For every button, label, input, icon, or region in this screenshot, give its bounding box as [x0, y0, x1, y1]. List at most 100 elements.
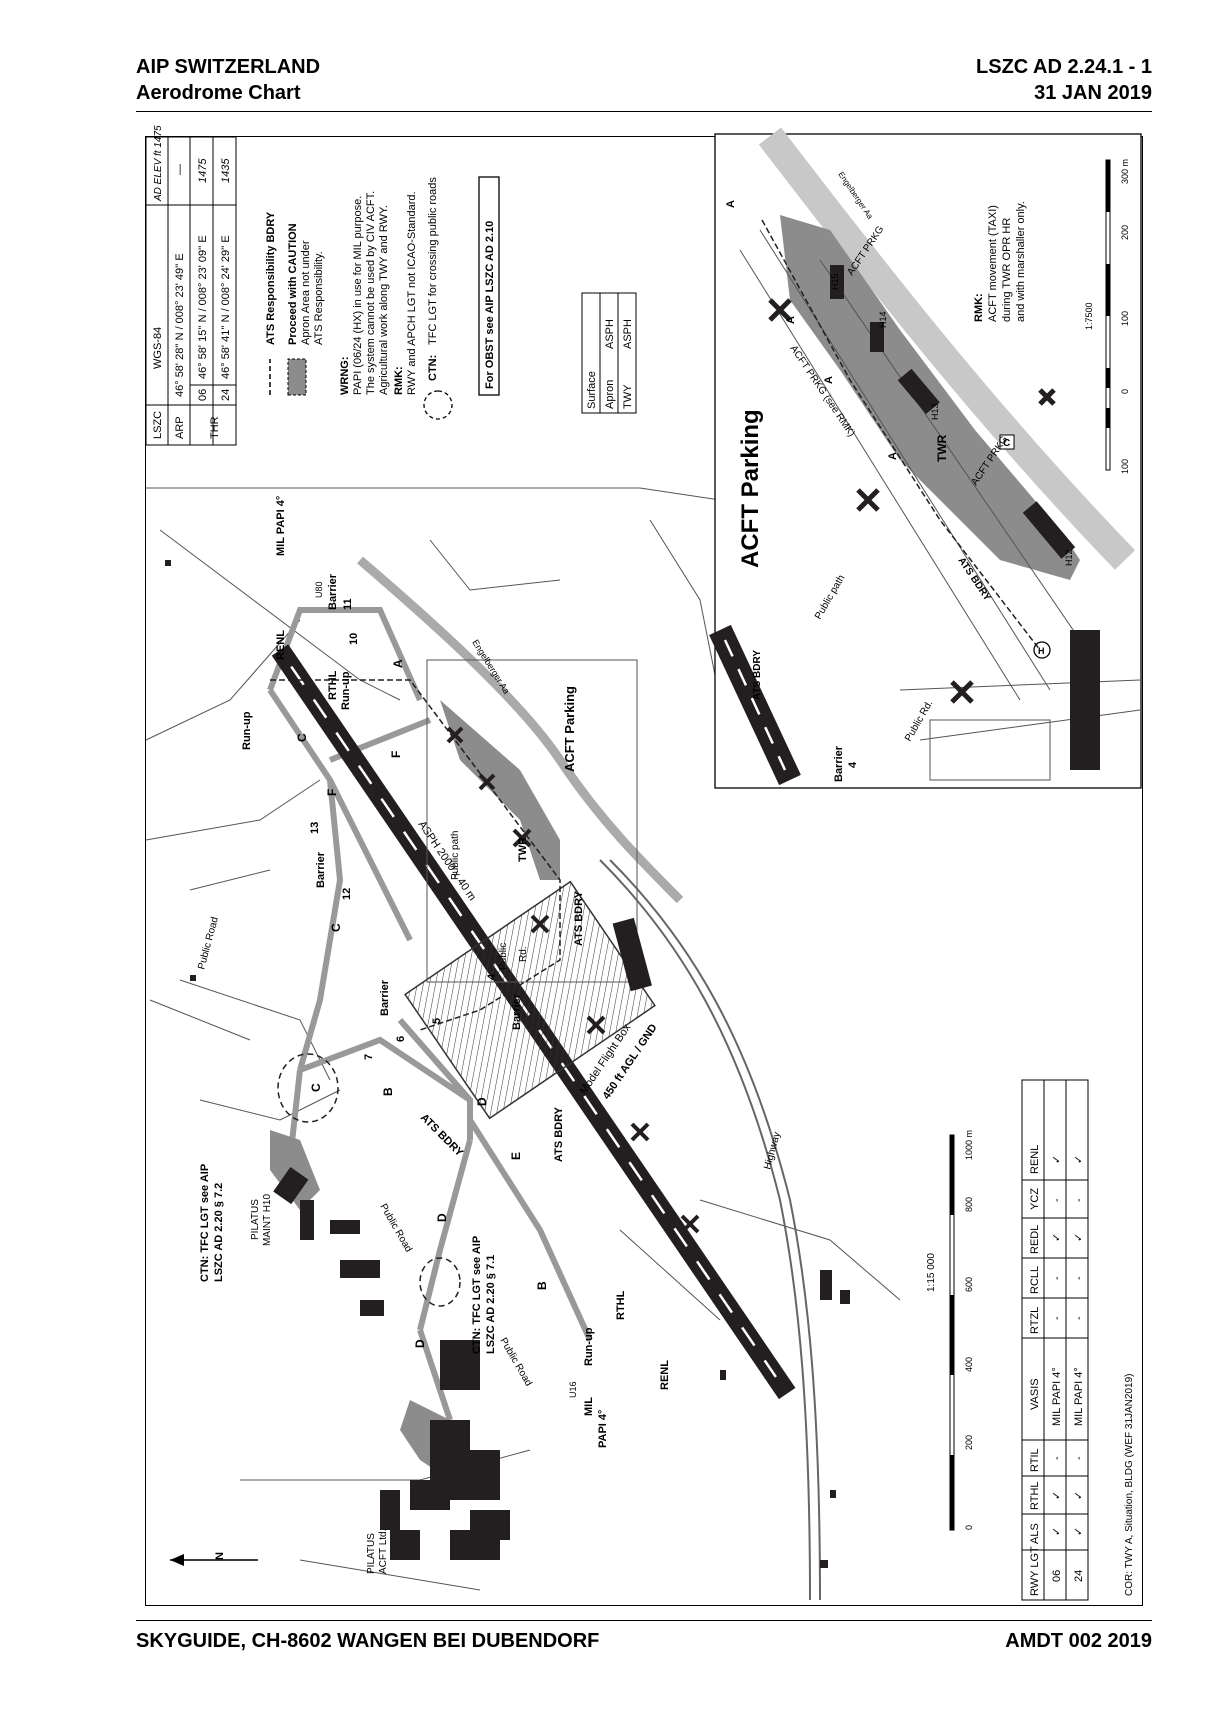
- public-road-label-1: Public Road: [196, 916, 221, 971]
- legend-wrng-line2: The system cannot be used by CIV ACFT.: [365, 191, 377, 395]
- barrier-5-number: 5: [431, 1018, 443, 1024]
- barrier-6-number: 6: [395, 1036, 407, 1042]
- inset-rmk-line1: ACFT movement (TAXI): [987, 205, 999, 322]
- surface-twy-value: ASPH: [622, 319, 634, 349]
- twy-c-label-3: C: [309, 1083, 323, 1092]
- ctn-circle-symbol: [423, 390, 453, 420]
- coordinates-legend-block: LSZC WGS-84 AD ELEV ft 1475 ARP 46° 58' …: [145, 125, 637, 446]
- inset-outline: [426, 659, 638, 983]
- inset-scale-ratio: 1:7500: [1084, 302, 1094, 330]
- inset-barrier-label: Barrier: [833, 745, 845, 782]
- maint-h10-label: MAINT H10: [262, 1194, 273, 1246]
- runway-06-designator: 06: [580, 1276, 601, 1296]
- ats-bdry-label-2: ATS BDRY: [553, 1106, 565, 1162]
- highway: [599, 859, 811, 1601]
- legend-caution-line1: Apron Area not under: [300, 240, 312, 345]
- inset-river: [758, 127, 1136, 570]
- lgt-24-vasis: MIL PAPI 4°: [1073, 1367, 1085, 1426]
- ctn-circle-north: [277, 1053, 339, 1123]
- renl-bottom-label: RENL: [659, 1360, 671, 1390]
- twr-label: TWR: [517, 837, 529, 862]
- page-id: LSZC AD 2.24.1 - 1: [976, 56, 1152, 78]
- inset-rmk-line2: during TWR OPR HR: [1001, 218, 1013, 322]
- legend-wrng-line1: PAPI (06/24 (HX) in use for MIL purpose.: [352, 196, 364, 395]
- legend-rmk-title: RMK:: [393, 366, 405, 395]
- chart-date: 31 JAN 2019: [1034, 82, 1152, 104]
- lgt-06-ycz: -: [1051, 1198, 1063, 1202]
- barrier-4-number: 4: [486, 973, 498, 980]
- inset-twy-a-3: A: [823, 376, 835, 384]
- lgt-06-rtil: -: [1051, 1456, 1063, 1460]
- inset-heliport: H: [1038, 646, 1045, 656]
- publication-title: AIP SWITZERLAND: [136, 56, 321, 78]
- inset-barrier-number: 4: [847, 761, 859, 768]
- lgt-header-redl: REDL: [1029, 1225, 1041, 1254]
- ctn-north-line1: CTN: TFC LGT see AIP: [199, 1164, 211, 1282]
- thr-06-elevation: 1475: [197, 158, 209, 183]
- arp-coordinates: 46° 58' 28'' N / 008° 23' 49'' E: [174, 253, 186, 397]
- apron-acft-parking: [440, 700, 560, 880]
- pilatus-acft-label: PILATUS: [366, 1533, 377, 1574]
- obst-note-box: [478, 176, 500, 396]
- lgt-24-ycz: -: [1073, 1198, 1085, 1202]
- elevation-header: AD ELEV ft 1475: [153, 125, 164, 202]
- legend-caution-title: Proceed with CAUTION: [287, 223, 299, 345]
- surface-header: Surface: [586, 371, 598, 409]
- rd-label: Rd.: [518, 946, 529, 962]
- inset-rmk-title: RMK:: [973, 293, 985, 322]
- twy-b-label: B: [381, 1087, 395, 1096]
- thr-label: THR: [209, 416, 221, 439]
- twy-f-label-2: F: [389, 751, 403, 758]
- public-road-label-3: Public Road: [497, 1336, 533, 1388]
- datum-label: WGS-84: [152, 327, 164, 369]
- main-scale-tick-800: 800: [964, 1197, 974, 1212]
- main-scale-tick-0: 0: [964, 1525, 974, 1530]
- inset-h15: H15: [830, 273, 840, 290]
- mil-label: MIL: [583, 1397, 595, 1416]
- runup-bottom-label: Run-up: [583, 1327, 595, 1366]
- lgt-06-vasis: MIL PAPI 4°: [1051, 1367, 1063, 1426]
- header-rule: [136, 111, 1152, 112]
- main-scale-ratio: 1:15 000: [926, 1253, 937, 1292]
- obst-note: For OBST see AIP LSZC AD 2.10: [484, 221, 496, 389]
- pilatus-maint-label: PILATUS: [250, 1199, 261, 1240]
- barrier-11-label: Barrier: [327, 573, 339, 610]
- lgt-header-rcll: RCLL: [1029, 1266, 1041, 1294]
- inset-scale-tick-100: 100: [1120, 311, 1130, 326]
- lgt-header-vasis: VASIS: [1029, 1378, 1041, 1410]
- surface-apron-value: ASPH: [604, 319, 616, 349]
- thr-24-coordinates: 46° 58' 41'' N / 008° 24' 29'' E: [220, 235, 232, 379]
- ats-bdry-label-3: ATS BDRY: [418, 1112, 466, 1160]
- twy-d-label: D: [475, 1097, 489, 1106]
- aerodrome-code: LSZC: [152, 411, 164, 439]
- inset-h14: H14: [878, 311, 888, 328]
- legend-caution-line2: ATS Responsibility.: [313, 251, 325, 345]
- legend-wrng-line3: Agricultural work along TWY and RWY.: [378, 205, 390, 395]
- inset-rmk-line3: and with marshaller only.: [1015, 201, 1027, 322]
- renl-top-label: RENL: [275, 630, 287, 660]
- lgt-06-rtzl: -: [1051, 1316, 1063, 1320]
- caution-area-symbol: [287, 358, 307, 396]
- north-label: N: [214, 1552, 226, 1560]
- model-flight-box: [404, 880, 656, 1120]
- inset-twy-a-1: A: [725, 200, 737, 208]
- inset-title: ACFT Parking: [737, 409, 764, 568]
- lgt-header-rtzl: RTZL: [1029, 1307, 1041, 1334]
- arp-elevation: —: [174, 164, 186, 175]
- amendment: AMDT 002 2019: [1005, 1630, 1152, 1652]
- public-label: Public: [498, 943, 509, 970]
- main-scale-tick-1000: 1000 m: [964, 1130, 974, 1160]
- twy-f-label: F: [325, 789, 339, 796]
- lgt-header-rwy: RWY LGT: [1029, 1546, 1041, 1596]
- lgt-06-rthl: ✓: [1051, 1491, 1063, 1500]
- twy-b-label-2: B: [535, 1281, 549, 1290]
- main-scale-tick-200: 200: [964, 1435, 974, 1450]
- legend-rmk-line1: RWY and APCH LGT not ICAO-Standard.: [406, 191, 418, 395]
- barrier-13-label: Barrier: [315, 851, 327, 888]
- footer-rule: [136, 1620, 1152, 1621]
- inset-h12: H12: [1064, 549, 1074, 566]
- inset-h13: H13: [930, 403, 940, 420]
- lgt-header-renl: RENL: [1029, 1145, 1041, 1174]
- runup-left-label: Run-up: [241, 711, 253, 750]
